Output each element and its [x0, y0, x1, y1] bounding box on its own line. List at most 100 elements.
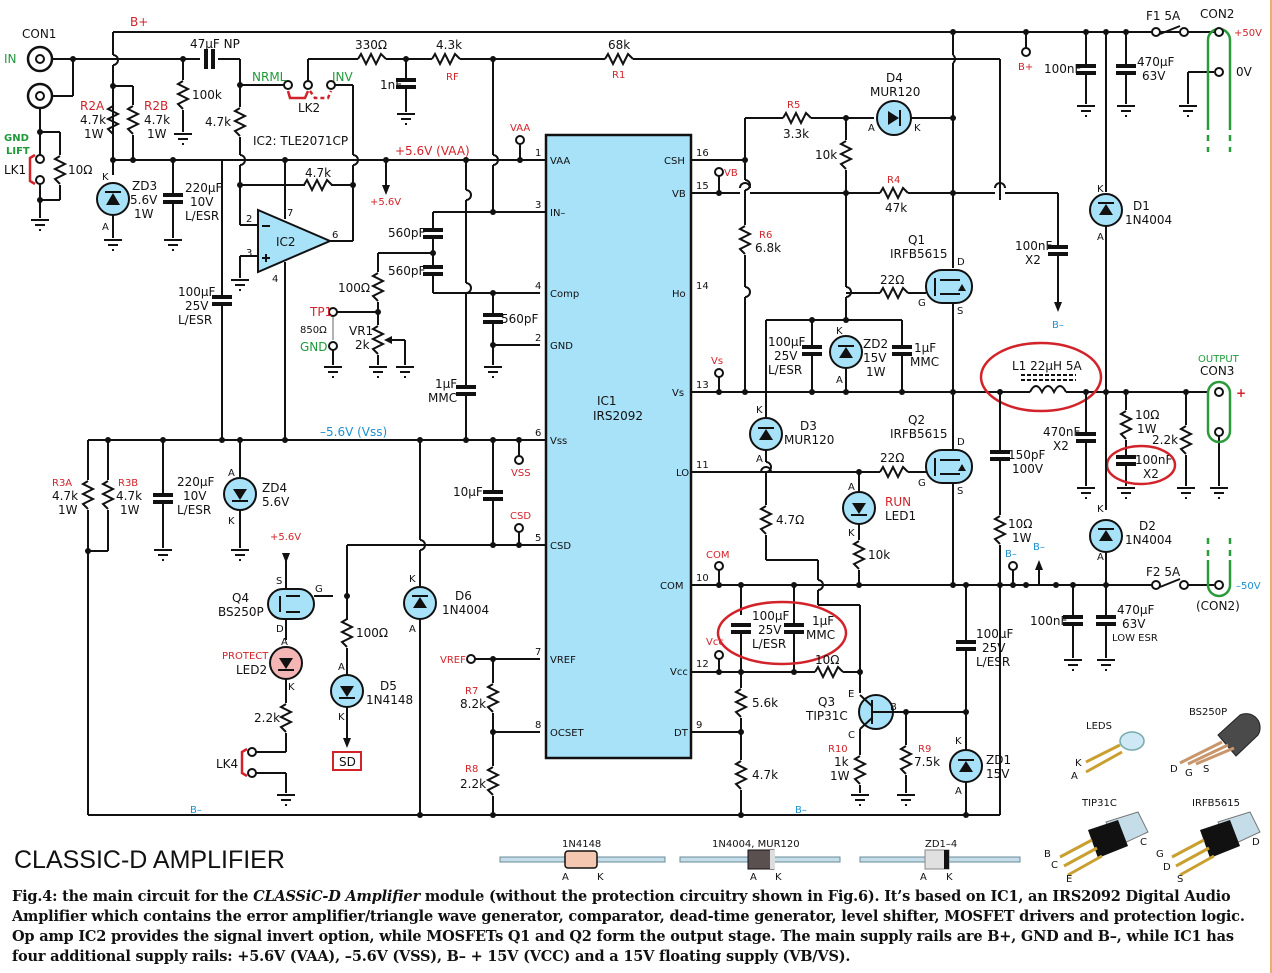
con1-connector[interactable] [26, 45, 54, 110]
ic2-desc: IC2: TLE2071CP [253, 134, 348, 148]
vref-testpoint[interactable] [466, 654, 476, 664]
d5-k: K [338, 712, 345, 723]
q2-s: S [957, 486, 963, 497]
zd2-k: K [836, 326, 843, 337]
r68k-label: 68k [608, 38, 630, 52]
d2-part: 1N4004 [1125, 533, 1172, 547]
circuit-schematic: B+ 47µF NP CON1 IN GND LIFT LK1 [4, 7, 1262, 885]
con2-minus-connector[interactable] [1206, 538, 1232, 598]
lk2-label: LK2 [298, 101, 320, 115]
zd1-a: A [955, 786, 962, 797]
r2a-watt: 1W [84, 127, 104, 141]
zd1-zener [949, 585, 983, 815]
q3-transistor [850, 694, 969, 806]
led1-run [842, 472, 876, 585]
f1-label: F1 5A [1146, 9, 1181, 23]
q1-d: D [957, 257, 965, 268]
ic1-label: IC1 [597, 394, 617, 408]
f2-label: F2 5A [1146, 565, 1181, 579]
q4-part: BS250P [218, 605, 264, 619]
zd1-label: ZD1 [986, 753, 1011, 767]
irfb5615-pin-s: S [1177, 874, 1183, 885]
f2-fuse[interactable] [1151, 578, 1189, 590]
gnd-testpoint[interactable] [328, 341, 338, 351]
r3a-r3b-network [82, 440, 114, 815]
diode-zener-k: K [946, 872, 953, 883]
r3b-label: R3B [118, 478, 138, 489]
zd2-watt: 1W [866, 365, 886, 379]
tip31c-pin-e: E [1066, 874, 1072, 885]
bminus-tp-label: B– [1005, 549, 1017, 560]
lk1-link[interactable] [28, 153, 45, 186]
vs-testpoint[interactable] [714, 368, 724, 392]
c1u-label: 1µF [435, 377, 457, 391]
lk4-link[interactable] [240, 747, 257, 778]
r8-label: R8 [465, 764, 478, 775]
diode-1n4148-legend [499, 850, 666, 869]
c220-bottom [151, 440, 175, 561]
d1-a: A [1097, 232, 1104, 243]
lk2-link[interactable] [283, 58, 358, 100]
q3-b: B [890, 702, 897, 713]
ic1-pin16-num: 16 [696, 148, 709, 159]
c100n-bminus-label: 100nF [1030, 614, 1068, 628]
c220-bottom-value: 220µF [177, 475, 215, 489]
ic2-pin2: 2 [246, 214, 252, 225]
ic1-pin11-num: 11 [696, 460, 709, 471]
high-side-network [691, 112, 1070, 392]
ic1-pin13-num: 13 [696, 380, 709, 391]
r47k-ic2-label: 4.7k [205, 115, 231, 129]
con2-power-connector[interactable] [1206, 27, 1232, 152]
zd3-volt: 5.6V [130, 193, 158, 207]
c100-fl-value: 100µF [768, 335, 806, 349]
c150p-volt: 100V [1012, 462, 1044, 476]
q4-g: G [315, 584, 323, 595]
vcc-testpoint[interactable] [714, 650, 724, 672]
vcc-network [691, 585, 863, 815]
zd4-a: A [228, 468, 235, 479]
c220-bottom-volt: 10V [183, 489, 207, 503]
q1-r22-label: 22Ω [880, 273, 904, 287]
c100-ic2-esr: L/ESR [178, 313, 212, 327]
c100-fl-esr: L/ESR [768, 363, 802, 377]
q1-part: IRFB5615 [890, 247, 948, 261]
rf-label: RF [446, 72, 459, 83]
vaa-testpoint[interactable] [515, 135, 525, 163]
shutdown-path [330, 542, 540, 748]
q2-d: D [957, 437, 965, 448]
c100-vcc-volt: 25V [758, 623, 782, 637]
ic1-pin5-num: 5 [535, 533, 541, 544]
c470n-label: 470nF [1043, 425, 1081, 439]
tip31c-pin-b: B [1044, 849, 1051, 860]
bminus-arrow-label: B– [1033, 542, 1045, 553]
zero-v-label: 0V [1236, 65, 1253, 79]
d4-a: A [868, 123, 875, 134]
c470u-lowesr: LOW ESR [1112, 633, 1158, 644]
led2-label: LED2 [236, 663, 267, 677]
irfb5615-pin-tab: D [1252, 837, 1260, 848]
c560c-label: 560pF [501, 312, 539, 326]
r8-value: 2.2k [460, 777, 486, 791]
c100n-out-label: 100nF [1135, 453, 1173, 467]
ic1-pin10-name: COM [660, 581, 683, 592]
bminus-bottom-rail [88, 585, 1001, 818]
vss-testpoint[interactable] [514, 440, 524, 465]
ic1-pin9-num: 9 [696, 720, 702, 731]
con3-output-connector[interactable] [1206, 380, 1232, 444]
csd-testpoint[interactable] [514, 523, 524, 545]
com-testpoint[interactable] [714, 561, 724, 585]
r4-value: 47k [885, 201, 907, 215]
q3-label: Q3 [818, 695, 835, 709]
ic1-pin3-name: IN– [550, 208, 565, 219]
f1-fuse[interactable] [1151, 25, 1189, 37]
tip31c-pin-tab: C [1140, 837, 1147, 848]
q4-label: Q4 [232, 591, 249, 605]
output-label: OUTPUT [1198, 354, 1240, 365]
zd2-a: A [836, 375, 843, 386]
c100-ic2-value: 100µF [178, 285, 216, 299]
led1-k: K [848, 528, 855, 539]
ic1-pin6-num: 6 [535, 428, 541, 439]
vb-testpoint[interactable] [714, 167, 724, 196]
vr1-value: 2k [355, 338, 370, 352]
l1-label: L1 22µH 5A [1012, 359, 1083, 373]
